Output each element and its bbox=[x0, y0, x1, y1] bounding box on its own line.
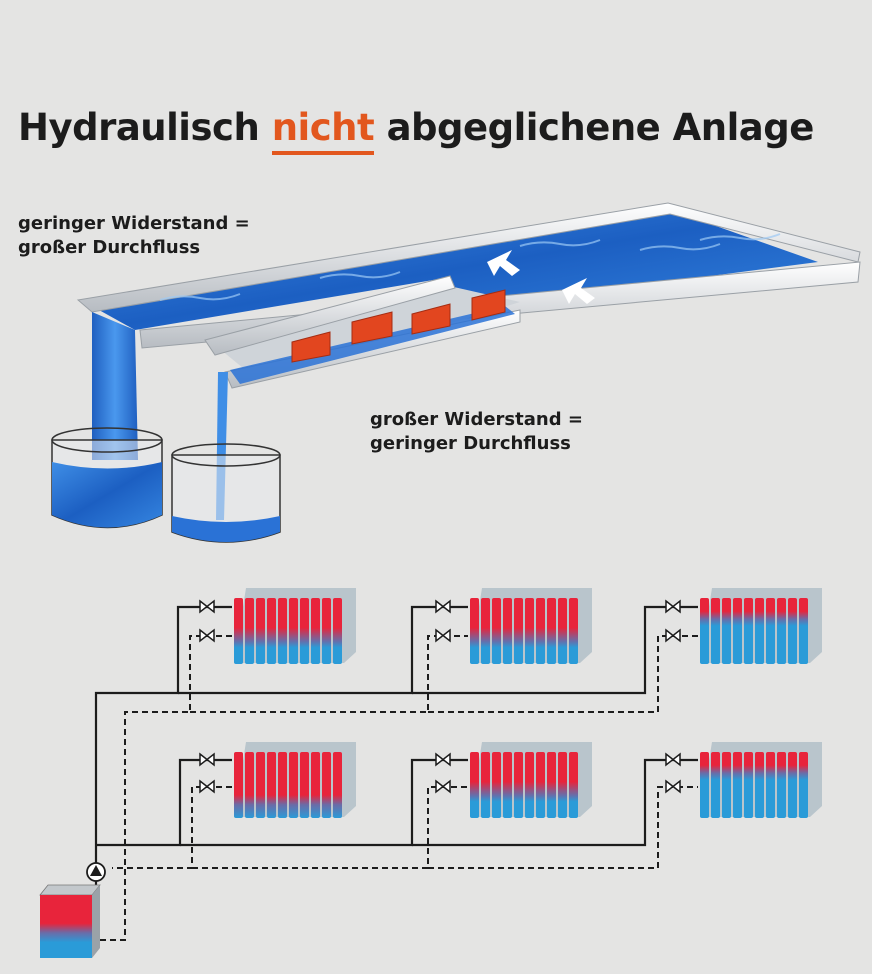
low-resistance-line-2: großer Durchfluss bbox=[18, 237, 201, 258]
return-pipes bbox=[100, 635, 698, 941]
high-resistance-label: großer Widerstand = geringer Durchfluss bbox=[370, 408, 583, 456]
radiator bbox=[470, 588, 592, 664]
water-trough-illustration bbox=[51, 202, 861, 543]
title-highlight: nicht bbox=[271, 106, 375, 155]
lower-channel bbox=[204, 275, 521, 389]
radiator bbox=[234, 742, 356, 818]
diagram-title: Hydraulisch nicht abgeglichene Anlage bbox=[18, 106, 868, 155]
boiler bbox=[39, 884, 101, 958]
baffles bbox=[291, 289, 506, 363]
valves bbox=[199, 599, 681, 794]
radiator bbox=[470, 742, 592, 818]
low-resistance-label: geringer Widerstand = großer Durchfluss bbox=[18, 212, 250, 260]
title-part-1: Hydraulisch bbox=[18, 106, 260, 149]
left-bucket bbox=[51, 427, 163, 529]
large-stream bbox=[92, 312, 138, 460]
radiator bbox=[234, 588, 356, 664]
radiator-row-1 bbox=[234, 588, 822, 664]
low-resistance-line-1: geringer Widerstand = bbox=[18, 213, 250, 234]
high-resistance-line-1: großer Widerstand = bbox=[370, 409, 583, 430]
pump-icon bbox=[86, 862, 106, 882]
supply-pipes bbox=[94, 605, 698, 905]
radiator-row-2 bbox=[234, 742, 822, 818]
title-part-2: abgeglichene Anlage bbox=[386, 106, 815, 149]
right-bucket bbox=[171, 443, 281, 543]
high-resistance-line-2: geringer Durchfluss bbox=[370, 433, 571, 454]
radiator bbox=[700, 742, 822, 818]
radiator bbox=[700, 588, 822, 664]
flow-arrow-icon bbox=[487, 250, 520, 276]
flow-arrows bbox=[487, 250, 595, 304]
flow-arrow-icon bbox=[562, 278, 595, 304]
